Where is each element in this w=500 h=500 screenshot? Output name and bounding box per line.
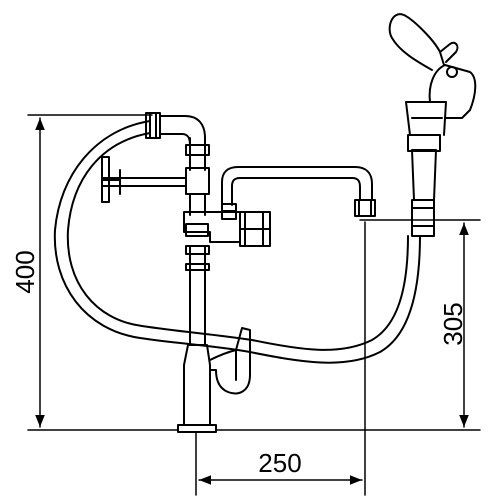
hand-shower xyxy=(388,13,477,237)
dimension-label-400: 400 xyxy=(10,250,40,293)
dimension-label-250: 250 xyxy=(258,448,301,478)
dimension-overall-height xyxy=(27,114,179,431)
dimension-outlet-height xyxy=(215,219,481,431)
hose-connector xyxy=(145,112,206,146)
spout xyxy=(221,166,376,217)
mixer-lever xyxy=(209,327,251,395)
shower-hose xyxy=(53,120,421,364)
dimension-spout-reach xyxy=(195,221,366,496)
tee-body xyxy=(183,203,271,247)
valve-handle xyxy=(101,156,187,203)
upper-column xyxy=(185,137,210,216)
mixer-body xyxy=(177,245,217,433)
dimension-label-305: 305 xyxy=(438,302,468,345)
